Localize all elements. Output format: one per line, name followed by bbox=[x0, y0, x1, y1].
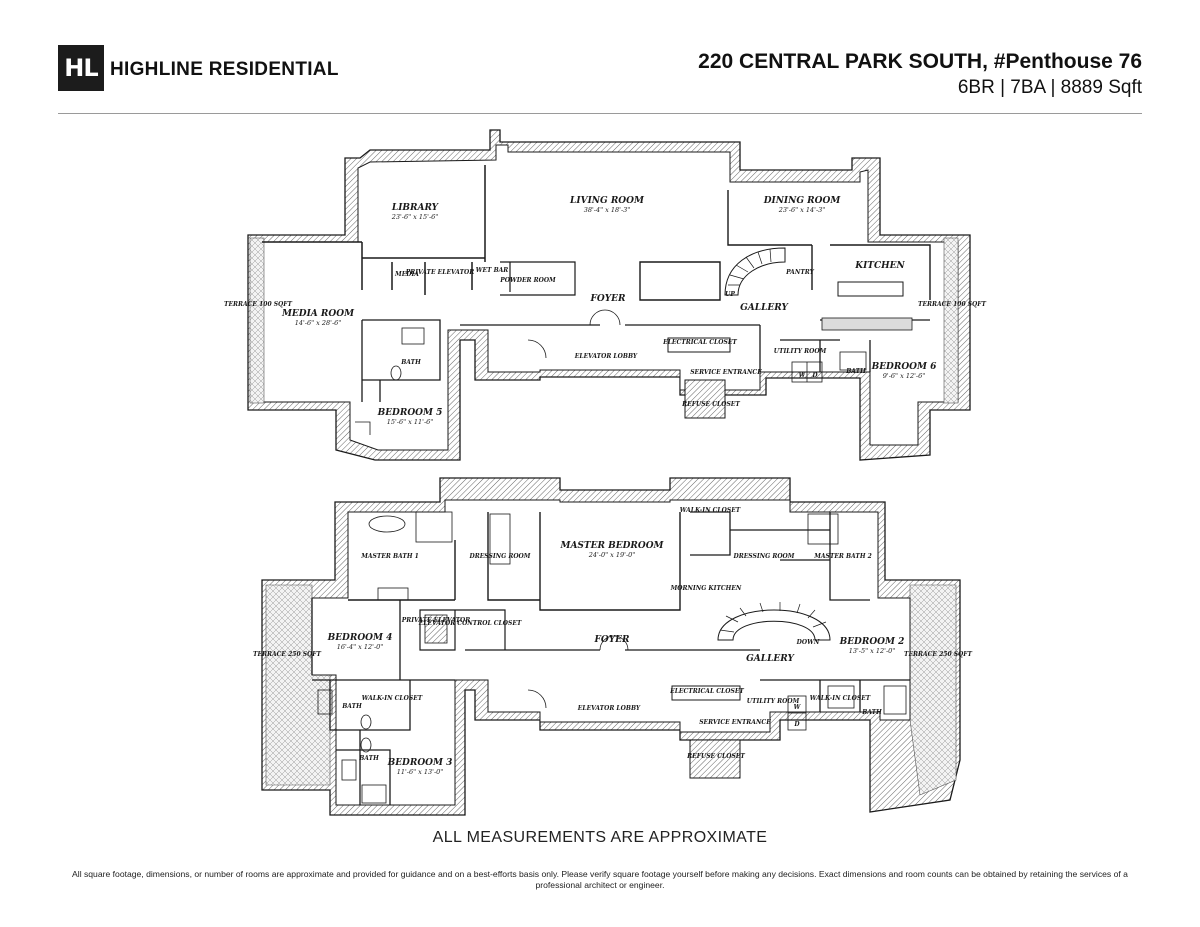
lower-utility-room-label: UTILITY ROOM bbox=[747, 698, 800, 705]
dressing-room-right-label: DRESSING ROOM bbox=[733, 553, 795, 560]
lower-service-entrance-label: SERVICE ENTRANCE bbox=[699, 719, 771, 726]
bedroom-4-label: BEDROOM 4 bbox=[327, 633, 393, 643]
upper-terrace-left-label: TERRACE 100 SQFT bbox=[224, 301, 293, 308]
upper-bath-a-label: BATH bbox=[400, 359, 421, 366]
upper-refuse-closet-label: REFUSE CLOSET bbox=[681, 401, 740, 408]
upper-service-entrance-label: SERVICE ENTRANCE bbox=[690, 369, 762, 376]
upper-terrace-right-label: TERRACE 100 SQFT bbox=[918, 301, 987, 308]
kitchen-label: KITCHEN bbox=[854, 261, 905, 271]
lower-foyer-label: FOYER bbox=[594, 635, 631, 645]
bedroom-4-dim: 16'-4" x 12'-0" bbox=[337, 643, 384, 651]
morning-kitchen-label: MORNING KITCHEN bbox=[670, 585, 742, 592]
bedroom-2-label: BEDROOM 2 bbox=[839, 637, 905, 647]
elevator-control-closet-label: ELEVATOR CONTROL CLOSET bbox=[418, 620, 522, 627]
lower-electrical-closet-label: ELECTRICAL CLOSET bbox=[669, 688, 744, 695]
lower-bath-3-label: BATH bbox=[861, 709, 882, 716]
stair-up-label: UP bbox=[725, 291, 735, 298]
upper-floor-plan bbox=[247, 129, 971, 461]
lower-washer-label: W bbox=[794, 704, 802, 711]
header-divider bbox=[58, 113, 1142, 114]
master-bedroom-dim: 24'-0" x 19'-0" bbox=[588, 551, 636, 559]
lower-elevator-lobby-label: ELEVATOR LOBBY bbox=[577, 705, 641, 712]
upper-labels: LIBRARY 23'-6" x 15'-6" LIVING ROOM 38'-… bbox=[224, 196, 987, 426]
living-room-dim: 38'-4" x 18'-3" bbox=[584, 206, 631, 214]
upper-bath-b-label: BATH bbox=[845, 368, 866, 375]
media-room-label: MEDIA ROOM bbox=[281, 309, 355, 319]
pantry-label: PANTRY bbox=[785, 269, 814, 276]
upper-utility-room-label: UTILITY ROOM bbox=[774, 348, 827, 355]
listing-specs: 6BR | 7BA | 8889 Sqft bbox=[957, 77, 1142, 98]
upper-terrace-right bbox=[943, 237, 959, 404]
library-label: LIBRARY bbox=[391, 203, 440, 213]
logo: HL bbox=[58, 45, 104, 91]
master-bath-1-label: MASTER BATH 1 bbox=[360, 553, 419, 560]
bedroom-6-label: BEDROOM 6 bbox=[871, 362, 938, 372]
logo-mark: HL bbox=[64, 54, 98, 82]
upper-electrical-closet-label: ELECTRICAL CLOSET bbox=[662, 339, 737, 346]
lower-dryer-label: D bbox=[793, 721, 800, 728]
bedroom-5-dim: 15'-6" x 11'-6" bbox=[387, 418, 434, 426]
dining-room-label: DINING ROOM bbox=[763, 196, 842, 206]
measurements-note: ALL MEASUREMENTS ARE APPROXIMATE bbox=[432, 829, 768, 846]
upper-elevator-lobby-label: ELEVATOR LOBBY bbox=[574, 353, 638, 360]
lower-terrace-right-label: TERRACE 250 SQFT bbox=[904, 651, 973, 658]
wet-bar-label: WET BAR bbox=[476, 267, 509, 274]
lower-private-elevator-label: PRIVATE ELEVATOR bbox=[401, 617, 471, 624]
bedroom-3-label: BEDROOM 3 bbox=[387, 758, 453, 768]
upper-foyer-label: FOYER bbox=[590, 294, 627, 304]
bedroom-6-dim: 9'-6" x 12'-6" bbox=[883, 372, 925, 380]
stair-down-label: DOWN bbox=[796, 639, 820, 646]
master-bedroom-label: MASTER BEDROOM bbox=[559, 541, 664, 551]
upper-dryer-label: D bbox=[811, 372, 818, 379]
lower-refuse-closet-label: REFUSE CLOSET bbox=[686, 753, 745, 760]
disclaimer: All square footage, dimensions, or numbe… bbox=[72, 869, 1128, 890]
upper-gallery-label: GALLERY bbox=[740, 303, 789, 313]
lower-terrace-left-label: TERRACE 250 SQFT bbox=[253, 651, 322, 658]
master-bath-2-label: MASTER BATH 2 bbox=[813, 553, 872, 560]
media-room-dim: 14'-6" x 28'-6" bbox=[295, 319, 342, 327]
lower-bath-1-label: BATH bbox=[341, 703, 362, 710]
dining-room-dim: 23'-6" x 14'-3" bbox=[778, 206, 826, 214]
lower-curved-stair bbox=[717, 609, 831, 641]
upper-washer-label: W bbox=[799, 372, 807, 379]
library-dim: 23'-6" x 15'-6" bbox=[391, 213, 439, 221]
bedroom-2-dim: 13'-5" x 12'-0" bbox=[849, 647, 896, 655]
upper-terrace-left bbox=[249, 237, 265, 404]
listing-address: 220 CENTRAL PARK SOUTH, #Penthouse 76 bbox=[698, 50, 1142, 73]
bedroom-5-label: BEDROOM 5 bbox=[377, 408, 443, 418]
dressing-room-left-label: DRESSING ROOM bbox=[469, 553, 531, 560]
lower-floor-plan bbox=[261, 477, 961, 816]
lower-terrace-right bbox=[909, 584, 957, 796]
lower-gallery-label: GALLERY bbox=[746, 654, 795, 664]
living-room-label: LIVING ROOM bbox=[569, 196, 645, 206]
lower-bath-2-label: BATH bbox=[358, 755, 379, 762]
upper-spiral-stair bbox=[724, 247, 786, 296]
walk-in-closet-right-label: WALK-IN CLOSET bbox=[810, 695, 871, 702]
upper-kitchen-island bbox=[837, 281, 904, 297]
walk-in-closet-top-label: WALK-IN CLOSET bbox=[680, 507, 741, 514]
upper-private-elevator-label: PRIVATE ELEVATOR bbox=[405, 269, 475, 276]
walk-in-closet-left-label: WALK-IN CLOSET bbox=[362, 695, 423, 702]
lower-labels: MASTER BEDROOM 24'-0" x 19'-0" MASTER BA… bbox=[253, 507, 973, 776]
powder-room-label: POWDER ROOM bbox=[499, 277, 556, 284]
bedroom-3-dim: 11'-6" x 13'-0" bbox=[397, 768, 444, 776]
lower-bathtub bbox=[368, 515, 406, 533]
lower-interior-floor bbox=[311, 499, 911, 806]
media-closet-label: MEDIA bbox=[394, 271, 419, 278]
brand-name: HIGHLINE RESIDENTIAL bbox=[110, 59, 339, 80]
